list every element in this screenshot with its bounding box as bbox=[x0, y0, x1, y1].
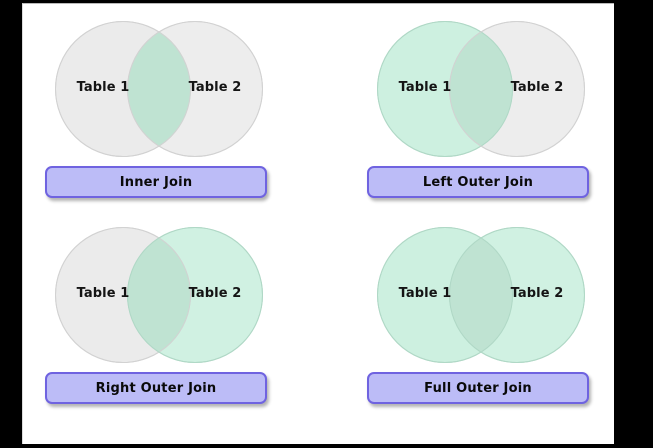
join-button-inner-join[interactable]: Inner Join bbox=[45, 166, 267, 198]
join-button-label: Inner Join bbox=[119, 174, 193, 190]
join-panel-full-outer-join: Table 1 Table 2 Full Outer Join bbox=[359, 224, 609, 424]
join-button-label: Right Outer Join bbox=[95, 380, 217, 396]
venn-diagram-right-outer-join bbox=[37, 224, 281, 366]
venn-diagram-full-outer-join bbox=[359, 224, 603, 366]
join-button-label: Left Outer Join bbox=[422, 174, 534, 190]
join-panel-right-outer-join: Table 1 Table 2 Right Outer Join bbox=[37, 224, 287, 424]
venn-circle-left-outline bbox=[377, 227, 513, 363]
join-button-label: Full Outer Join bbox=[424, 380, 532, 396]
venn-label-table-2: Table 2 bbox=[510, 80, 564, 95]
venn-intersection bbox=[127, 227, 191, 363]
venn-circle-left-outline bbox=[55, 227, 191, 363]
venn-circle-left-outline bbox=[377, 21, 513, 157]
venn-diagram-inner-join bbox=[37, 18, 281, 160]
venn-circle-right-outline bbox=[449, 227, 585, 363]
venn-label-table-2: Table 2 bbox=[188, 80, 242, 95]
join-button-right-outer-join[interactable]: Right Outer Join bbox=[45, 372, 267, 404]
venn-label-table-1: Table 1 bbox=[76, 286, 130, 301]
venn-intersection bbox=[449, 21, 513, 157]
venn-circle-right-outline bbox=[127, 227, 263, 363]
join-button-left-outer-join[interactable]: Left Outer Join bbox=[367, 166, 589, 198]
diagram-page: Table 1 Table 2 Inner Join bbox=[22, 3, 614, 444]
venn-intersection bbox=[449, 227, 513, 363]
venn-circle-right-outline bbox=[449, 21, 585, 157]
venn-circle-right-outline bbox=[127, 21, 263, 157]
venn-intersection bbox=[127, 21, 191, 157]
join-panel-left-outer-join: Table 1 Table 2 Left Outer Join bbox=[359, 18, 609, 218]
venn-label-table-1: Table 1 bbox=[398, 80, 452, 95]
join-button-full-outer-join[interactable]: Full Outer Join bbox=[367, 372, 589, 404]
venn-label-table-1: Table 1 bbox=[398, 286, 452, 301]
venn-label-table-2: Table 2 bbox=[188, 286, 242, 301]
venn-label-table-1: Table 1 bbox=[76, 80, 130, 95]
venn-circle-left-outline bbox=[55, 21, 191, 157]
venn-diagram-left-outer-join bbox=[359, 18, 603, 160]
join-panel-inner-join: Table 1 Table 2 Inner Join bbox=[37, 18, 287, 218]
join-panels-grid: Table 1 Table 2 Inner Join bbox=[23, 4, 614, 444]
venn-label-table-2: Table 2 bbox=[510, 286, 564, 301]
